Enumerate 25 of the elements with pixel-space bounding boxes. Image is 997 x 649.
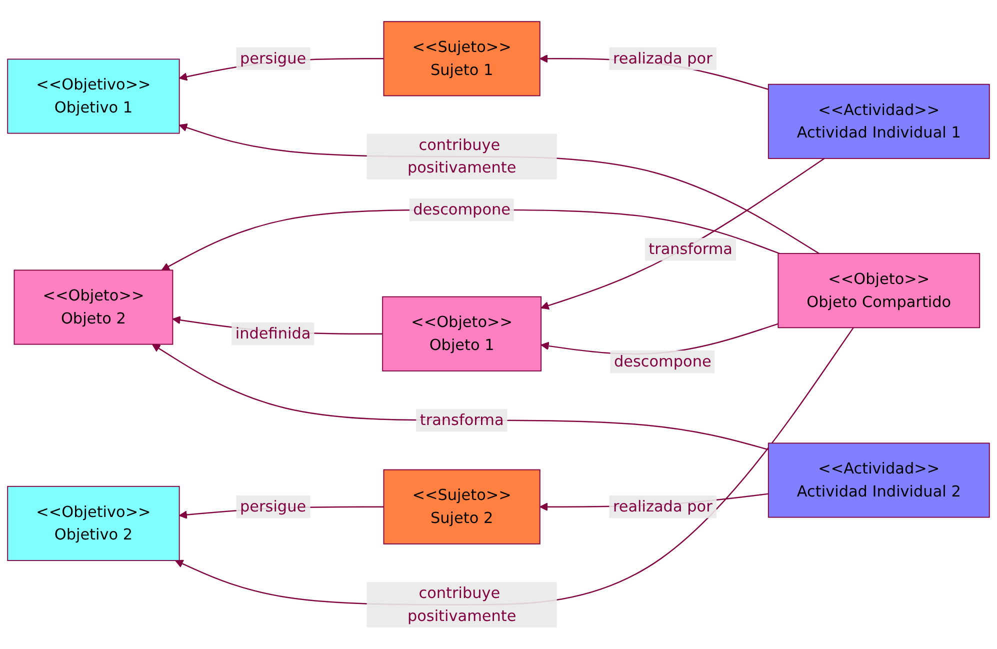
edge-label: descompone <box>413 200 511 218</box>
arrow <box>161 209 780 270</box>
node-box: <<Actividad>> Actividad Individual 1 <box>768 84 990 159</box>
edge-label: persigue <box>240 49 306 68</box>
node-box: <<Sujeto>> Sujeto 1 <box>383 21 540 96</box>
node-box: <<Actividad>> Actividad Individual 2 <box>768 442 990 518</box>
edge-label: transforma <box>648 240 733 258</box>
node-box: <<Sujeto>> Sujeto 2 <box>383 469 540 544</box>
edge-label: descompone <box>614 352 712 370</box>
edge-label: realizada por <box>612 49 712 68</box>
edge-label: transforma <box>420 410 504 429</box>
edge-label: persigue <box>240 497 306 516</box>
node-box: <<Objetivo>> Objetivo 2 <box>7 486 180 561</box>
edge-label: contribuye positivamente <box>407 584 516 625</box>
arrow <box>152 344 769 450</box>
node-box: <<Objeto>> Objeto 1 <box>382 296 542 372</box>
arrow <box>178 123 820 254</box>
edge-label: contribuye positivamente <box>407 136 516 176</box>
arrow <box>540 158 825 310</box>
node-box: <<Objeto>> Objeto 2 <box>14 270 174 345</box>
edge-label: indefinida <box>235 324 311 342</box>
edge-label: realizada por <box>612 497 712 516</box>
node-box: <<Objeto>> Objeto Compartido <box>778 252 980 328</box>
arrow <box>175 327 854 606</box>
node-box: <<Objetivo>> Objetivo 1 <box>7 58 180 134</box>
